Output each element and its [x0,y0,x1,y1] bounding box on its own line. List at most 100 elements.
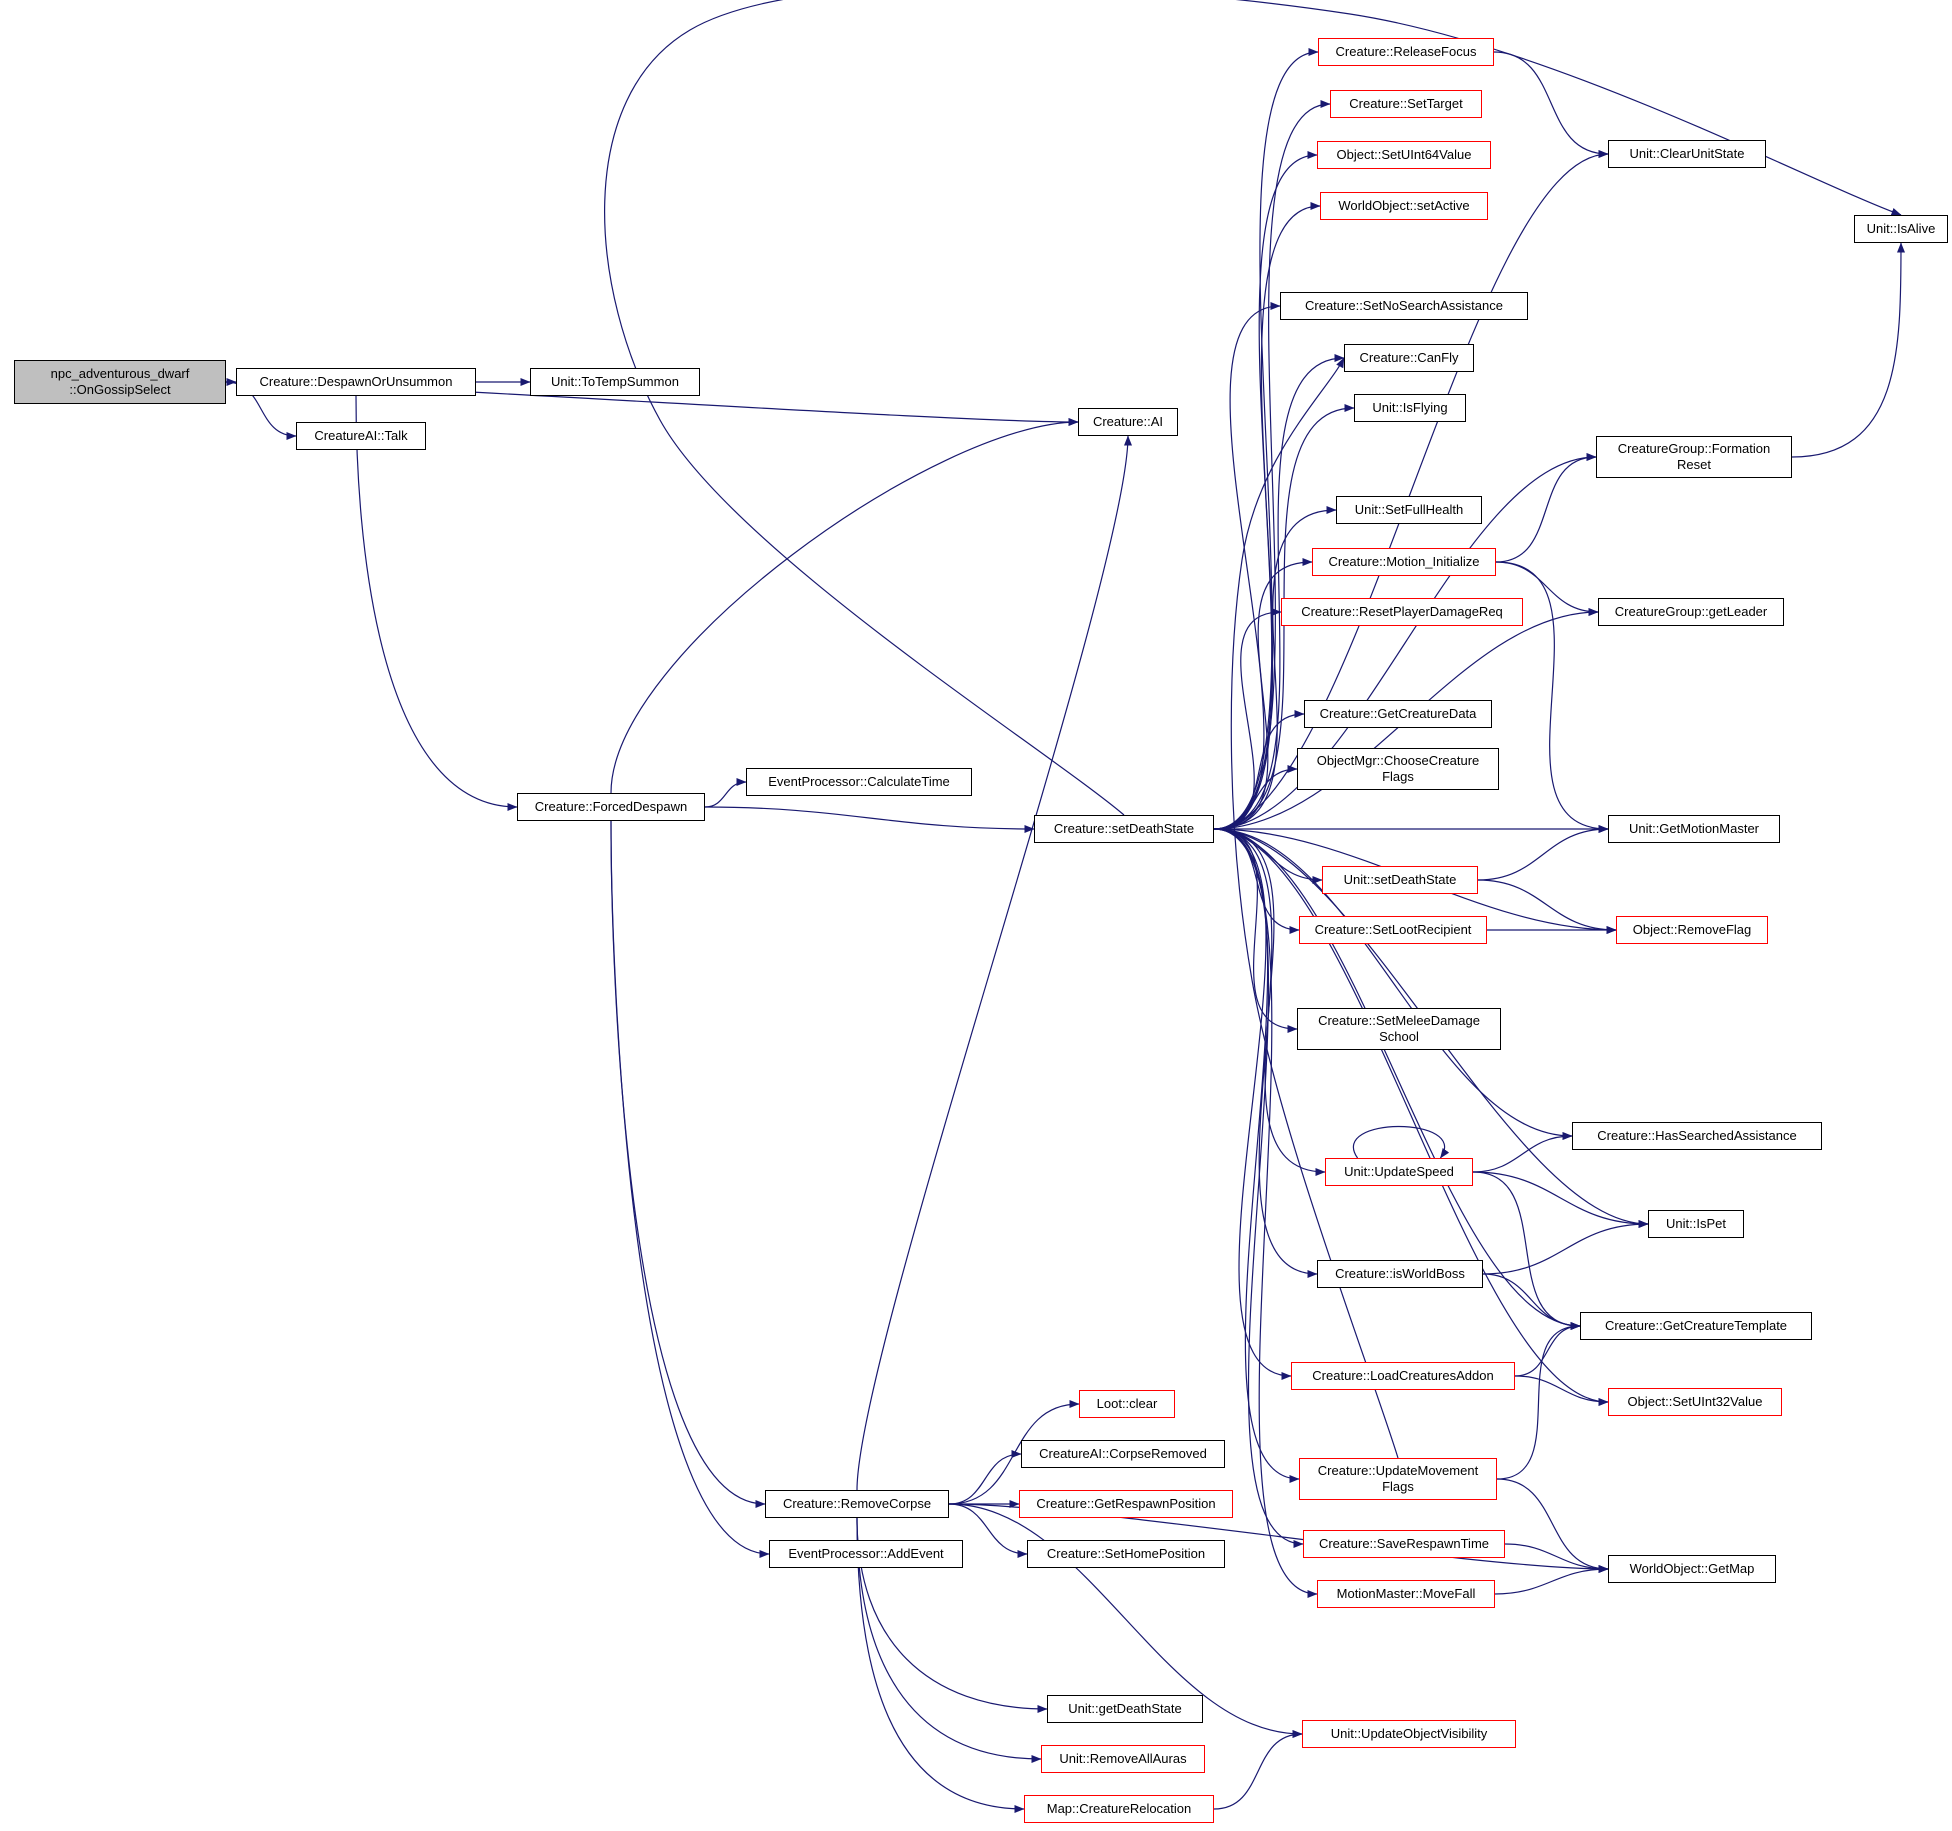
node-getdeathstate[interactable]: Unit::getDeathState [1047,1695,1203,1723]
node-removeallauras[interactable]: Unit::RemoveAllAuras [1041,1745,1205,1773]
node-label: Creature::DespawnOrUnsummon [259,373,453,389]
node-label: Unit::GetMotionMaster [1628,820,1760,836]
node-getleader[interactable]: CreatureGroup::getLeader [1598,598,1784,626]
node-label: Flags [1382,1479,1414,1494]
edge-setdeathstate-canfly [1213,354,1345,830]
node-label: CreatureGroup::Formation [1617,440,1771,456]
node-label: Unit::IsAlive [1866,220,1936,236]
node-setactive[interactable]: WorldObject::setActive [1320,192,1488,220]
node-label: npc_adventurous_dwarf [50,365,190,381]
node-motioninit[interactable]: Creature::Motion_Initialize [1312,548,1496,576]
edge-updatespeed-hassearched [1472,1132,1573,1173]
node-setdeathstate[interactable]: Creature::setDeathState [1034,815,1214,843]
edge-isworldboss-ispet [1482,1220,1649,1275]
node-label: Unit::SetFullHealth [1354,501,1464,517]
edge-motioninit-getmotionmaster [1495,561,1609,833]
node-canfly[interactable]: Creature::CanFly [1344,344,1474,372]
node-label: EventProcessor::AddEvent [788,1545,944,1561]
node-label: Creature::ReleaseFocus [1335,43,1477,59]
node-label: Unit::UpdateSpeed [1344,1163,1454,1179]
node-getmap[interactable]: WorldObject::GetMap [1608,1555,1776,1583]
node-setuint32[interactable]: Object::SetUInt32Value [1608,1388,1782,1416]
edge-forceddespawn-setdeathstate [704,806,1035,833]
node-label: Flags [1382,769,1414,784]
node-removecorpse[interactable]: Creature::RemoveCorpse [765,1490,949,1518]
edge-movefall-getmap [1494,1565,1609,1595]
edge-removecorpse-ai [856,435,1132,1491]
node-label: Creature::RemoveCorpse [782,1495,932,1511]
node-despawn[interactable]: Creature::DespawnOrUnsummon [236,368,476,396]
node-updobjvis[interactable]: Unit::UpdateObjectVisibility [1302,1720,1516,1748]
node-isalive[interactable]: Unit::IsAlive [1854,215,1948,243]
node-label: ObjectMgr::ChooseCreature [1316,752,1480,768]
node-removeflag[interactable]: Object::RemoveFlag [1616,916,1768,944]
node-totempsummon[interactable]: Unit::ToTempSummon [530,368,700,396]
node-sethomepos[interactable]: Creature::SetHomePosition [1027,1540,1225,1568]
edge-updmoveflags-getmap [1496,1478,1609,1573]
node-label: Creature::SaveRespawnTime [1318,1535,1490,1551]
node-isworldboss[interactable]: Creature::isWorldBoss [1317,1260,1483,1288]
node-getrespawnpos[interactable]: Creature::GetRespawnPosition [1019,1490,1233,1518]
node-unitsetdeath[interactable]: Unit::setDeathState [1322,866,1478,894]
node-label: Creature::CanFly [1359,349,1459,365]
node-crelocation[interactable]: Map::CreatureRelocation [1024,1795,1214,1823]
edge-saverespawn-getmap [1504,1543,1609,1573]
node-releasefocus[interactable]: Creature::ReleaseFocus [1318,38,1494,66]
node-isflying[interactable]: Unit::IsFlying [1354,394,1466,422]
node-label: CreatureGroup::getLeader [1614,603,1768,619]
node-label: Creature::setDeathState [1053,820,1195,836]
edge-setdeathstate-releasefocus [1213,48,1319,830]
node-label: Reset [1677,457,1711,472]
node-lootclear[interactable]: Loot::clear [1079,1390,1175,1418]
node-getmotionmaster[interactable]: Unit::GetMotionMaster [1608,815,1780,843]
node-clearunitstate[interactable]: Unit::ClearUnitState [1608,140,1766,168]
node-label: Creature::GetCreatureData [1319,705,1477,721]
node-calculatetime[interactable]: EventProcessor::CalculateTime [746,768,972,796]
node-movefall[interactable]: MotionMaster::MoveFall [1317,1580,1495,1608]
edge-setdeathstate-isalive [604,0,1902,816]
node-label: Creature::SetNoSearchAssistance [1305,297,1503,313]
node-label: Unit::ClearUnitState [1629,145,1745,161]
edge-setdeathstate-formationreset [1213,453,1597,830]
edge-setdeathstate-setnosearch [1213,302,1281,830]
edge-updatespeed-ispet [1472,1171,1649,1228]
node-addevent[interactable]: EventProcessor::AddEvent [769,1540,963,1568]
node-root[interactable]: npc_adventurous_dwarf::OnGossipSelect [14,360,226,404]
node-ispet[interactable]: Unit::IsPet [1648,1210,1744,1238]
edge-setdeathstate-motioninit [1213,558,1313,830]
edge-setdeathstate-isworldboss [1213,828,1318,1278]
edge-removecorpse-updobjvis [948,1503,1303,1738]
edge-setdeathstate-saverespawn [1213,828,1304,1548]
node-ai[interactable]: Creature::AI [1078,408,1178,436]
node-hassearched[interactable]: Creature::HasSearchedAssistance [1572,1122,1822,1150]
node-setnosearch[interactable]: Creature::SetNoSearchAssistance [1280,292,1528,320]
node-setfullhealth[interactable]: Unit::SetFullHealth [1336,496,1482,524]
node-label: Creature::UpdateMovement [1317,1462,1479,1478]
node-label: Creature::GetCreatureTemplate [1604,1317,1788,1333]
node-getctemplate[interactable]: Creature::GetCreatureTemplate [1580,1312,1812,1340]
node-resetplayerdmg[interactable]: Creature::ResetPlayerDamageReq [1281,598,1523,626]
node-getcreaturedata[interactable]: Creature::GetCreatureData [1304,700,1492,728]
edge-setdeathstate-setuint32 [1213,828,1609,1406]
edge-setdeathstate-resetplayerdmg [1213,608,1282,830]
node-loadaddon[interactable]: Creature::LoadCreaturesAddon [1291,1362,1515,1390]
node-forceddespawn[interactable]: Creature::ForcedDespawn [517,793,705,821]
node-setlootrecipient[interactable]: Creature::SetLootRecipient [1299,916,1487,944]
edge-formationreset-isalive [1791,242,1905,458]
node-corpseremoved[interactable]: CreatureAI::CorpseRemoved [1021,1440,1225,1468]
node-label: MotionMaster::MoveFall [1336,1585,1476,1601]
node-settarget[interactable]: Creature::SetTarget [1330,90,1482,118]
node-saverespawn[interactable]: Creature::SaveRespawnTime [1303,1530,1505,1558]
node-label: Creature::SetTarget [1349,95,1463,111]
node-talk[interactable]: CreatureAI::Talk [296,422,426,450]
node-updatespeed[interactable]: Unit::UpdateSpeed [1325,1158,1473,1186]
node-label: WorldObject::setActive [1338,197,1470,213]
edge-forceddespawn-ai [610,418,1079,794]
node-label: Loot::clear [1096,1395,1158,1411]
node-setuint64[interactable]: Object::SetUInt64Value [1317,141,1491,169]
